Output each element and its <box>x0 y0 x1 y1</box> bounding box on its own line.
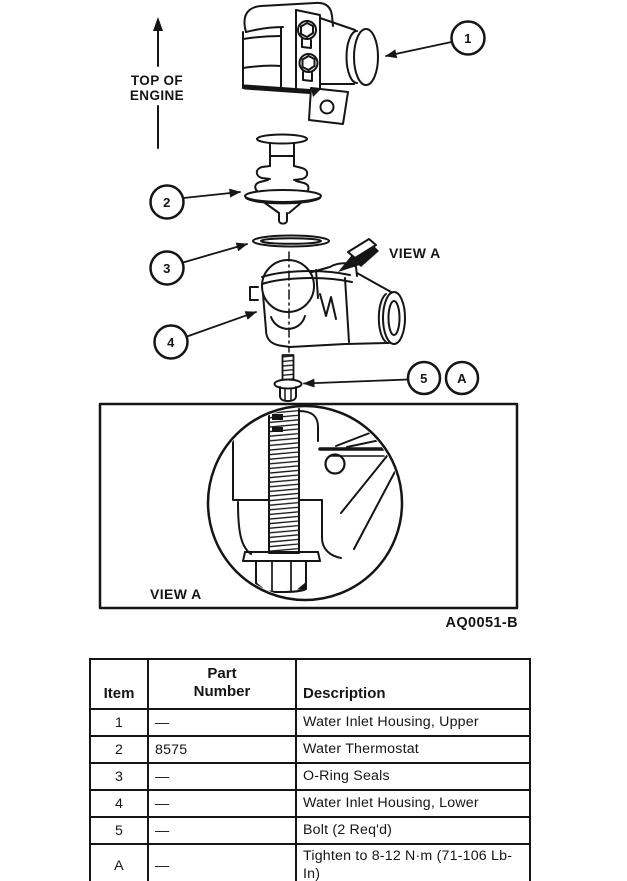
description-cell: Bolt (2 Req'd) <box>295 816 531 845</box>
table-row: 4 — Water Inlet Housing, Lower <box>89 789 531 818</box>
callout-2-label: 2 <box>163 195 171 210</box>
callout-5: 5 <box>303 360 442 396</box>
description-cell: Water Inlet Housing, Lower <box>295 789 531 818</box>
table-row: 3 — O-Ring Seals <box>89 762 531 791</box>
callout-3: 3 <box>149 242 248 286</box>
part-number-cell: — <box>147 708 297 737</box>
item-cell: 5 <box>89 816 149 845</box>
o-ring-cross-section <box>324 453 346 475</box>
thermostat-drawing <box>244 133 322 225</box>
callout-1-label: 1 <box>464 31 472 46</box>
col-header-item: Item <box>89 658 149 710</box>
top-of-engine-label-line2: ENGINE <box>130 88 184 103</box>
part-number-cell: — <box>147 762 297 791</box>
parts-table: Item Part Number Description 1 — Water I… <box>89 658 531 881</box>
description-cell: Water Thermostat <box>295 735 531 764</box>
callout-3-label: 3 <box>163 261 171 276</box>
bolt-drawing <box>273 354 303 402</box>
figure-code: AQ0051-B <box>445 615 518 631</box>
callout-4-label: 4 <box>167 335 175 350</box>
col-header-part-number: Part Number <box>147 658 297 710</box>
item-cell: 2 <box>89 735 149 764</box>
callout-2: 2 <box>149 184 241 220</box>
table-row: 1 — Water Inlet Housing, Upper <box>89 708 531 737</box>
view-a-box-label: VIEW A <box>150 586 202 602</box>
view-a-pointer-label: VIEW A <box>389 245 441 261</box>
upper-housing-drawing <box>242 1 379 125</box>
item-cell: 1 <box>89 708 149 737</box>
callout-5-label: 5 <box>420 371 428 386</box>
leader-line-2 <box>182 188 241 199</box>
table-row: 2 8575 Water Thermostat <box>89 735 531 764</box>
lower-housing-drawing <box>249 251 406 353</box>
leader-line-5 <box>303 378 409 388</box>
part-number-cell: — <box>147 816 297 845</box>
o-ring-drawing <box>252 234 330 248</box>
part-number-cell: — <box>147 843 297 881</box>
view-a-arrow-icon <box>338 238 379 272</box>
leader-line-1 <box>385 41 453 59</box>
item-cell: 3 <box>89 762 149 791</box>
leader-line-4 <box>186 311 257 338</box>
description-cell: Water Inlet Housing, Upper <box>295 708 531 737</box>
part-header-line2: Number <box>193 683 251 701</box>
part-number-cell: 8575 <box>147 735 297 764</box>
description-cell: O-Ring Seals <box>295 762 531 791</box>
table-row: A — Tighten to 8-12 N·m (71-106 Lb-In) <box>89 843 531 881</box>
leader-line-3 <box>182 242 248 264</box>
item-cell: 4 <box>89 789 149 818</box>
exploded-view-diagram: TOP OF ENGINE <box>98 1 519 631</box>
item-cell: A <box>89 843 149 881</box>
part-header-line1: Part <box>207 664 237 682</box>
description-cell: Tighten to 8-12 N·m (71-106 Lb-In) <box>295 843 531 881</box>
callout-A: A <box>444 360 480 396</box>
table-row: 5 — Bolt (2 Req'd) <box>89 816 531 845</box>
view-a-detail-box: VIEW A <box>98 402 519 610</box>
callout-1: 1 <box>385 20 486 59</box>
callout-A-label: A <box>457 371 467 386</box>
table-header-row: Item Part Number Description <box>89 658 531 710</box>
part-number-cell: — <box>147 789 297 818</box>
top-of-engine-label-line1: TOP OF <box>131 73 183 88</box>
col-header-description: Description <box>295 658 531 710</box>
top-of-engine-arrow-icon <box>153 17 163 149</box>
callout-4: 4 <box>153 311 257 360</box>
